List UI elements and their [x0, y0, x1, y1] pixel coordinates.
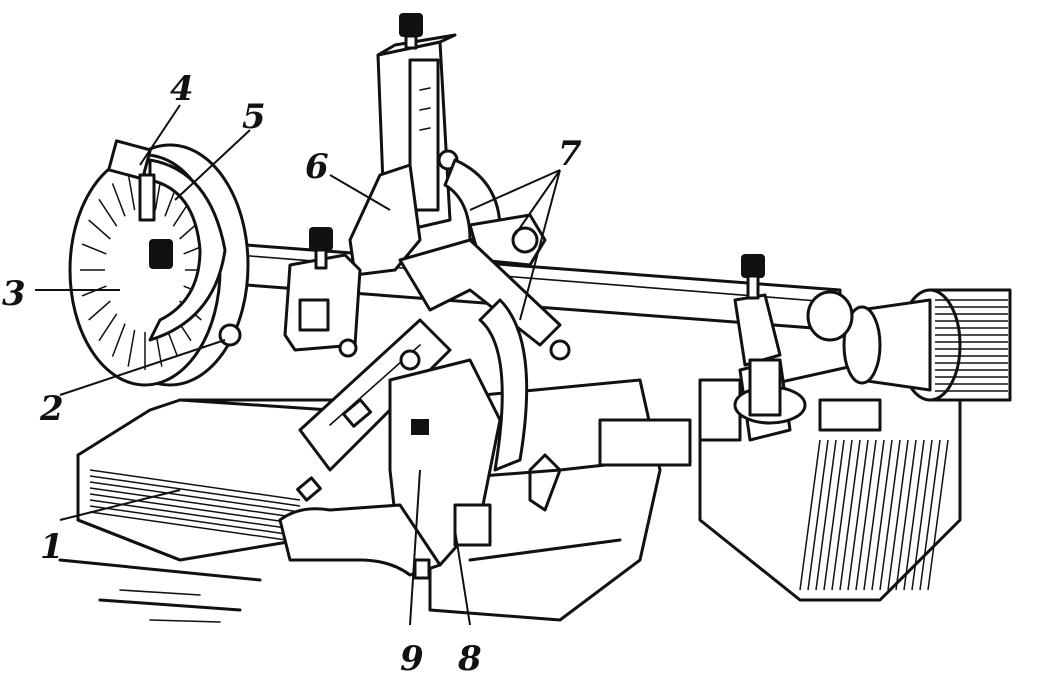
hatch-line [919, 439, 941, 591]
hatch-line [823, 439, 845, 591]
wheel-guard [148, 158, 227, 342]
hatch-line [89, 511, 301, 543]
wheel-nut [149, 239, 173, 269]
hatch-line [89, 481, 301, 513]
tailstock-center [733, 254, 782, 417]
leader-lines [35, 104, 561, 626]
hatch-line [81, 243, 107, 255]
callout-5: 5 [242, 97, 266, 137]
hatch-line [855, 439, 877, 591]
callout-2: 2 [39, 389, 64, 429]
hatch-line [879, 439, 901, 591]
hatch-line [127, 173, 136, 211]
callout-1: 1 [40, 527, 64, 567]
hatch-line [927, 439, 949, 591]
clamp-block-left [698, 378, 742, 442]
column-adjust-knob [399, 13, 423, 37]
hatch-line [88, 300, 111, 321]
callout-8: 8 [457, 639, 482, 679]
right-carriage [598, 358, 962, 602]
hatch-line [831, 439, 853, 591]
hatch-line [98, 198, 118, 227]
callout-4: 4 [170, 69, 194, 109]
hatch-line [911, 439, 933, 591]
hatch-line [871, 439, 893, 591]
hatch-line [807, 439, 829, 591]
callout-9: 9 [400, 639, 424, 679]
callout-3: 3 [2, 274, 26, 314]
hatch-line [111, 323, 126, 357]
hatch-line [89, 487, 301, 519]
shaft-clamp [283, 227, 362, 358]
clamp-screw [218, 323, 242, 347]
guard-clamp [107, 139, 152, 181]
hatch-line [98, 313, 118, 342]
hatch-line [839, 439, 861, 591]
hatch-line [89, 499, 301, 531]
swing-arm [296, 318, 452, 502]
headstock [842, 288, 1012, 402]
support-pedestal [278, 298, 529, 580]
hatch-line [903, 439, 925, 591]
callout-6: 6 [305, 147, 329, 187]
hatch-line [887, 439, 909, 591]
hatch-line [895, 439, 917, 591]
hatch-line [89, 475, 301, 507]
hatch-line [89, 505, 301, 537]
hatch-line [847, 439, 869, 591]
hatch-line [89, 493, 301, 525]
hatch-line [863, 439, 885, 591]
hatch-line [88, 219, 111, 240]
hatch-line [111, 183, 126, 217]
hatch-line [799, 439, 821, 591]
callouts: 4 5 3 2 6 7 1 9 8 [2, 69, 582, 679]
hatch-line [89, 469, 301, 501]
guard-slot [138, 173, 156, 222]
hatch-line [127, 329, 136, 367]
hatch-line [815, 439, 837, 591]
grinding-wheel [68, 139, 250, 387]
callout-7: 7 [558, 134, 582, 174]
